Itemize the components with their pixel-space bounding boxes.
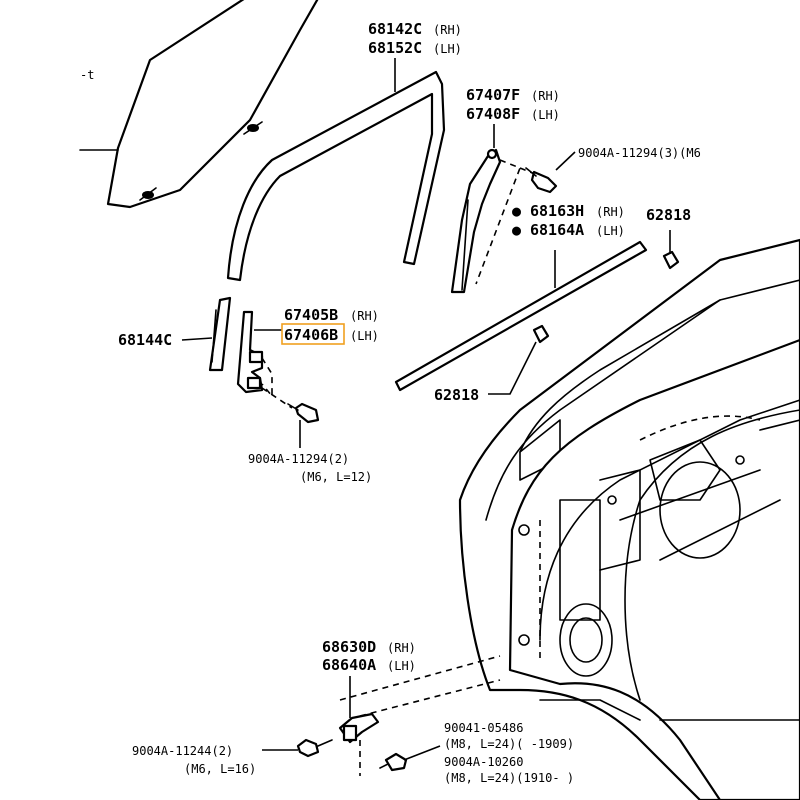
rear-sash-guide-line xyxy=(261,357,273,399)
bolt-b-spec: (M8, L=24)(1910- ) xyxy=(444,771,574,785)
hinge-guide-line-2 xyxy=(359,679,501,717)
door-panel xyxy=(458,238,800,800)
weatherstrip-rh-bullet: ● xyxy=(512,202,521,220)
bolt-right-icon xyxy=(379,752,408,772)
clip-top-label: 62818 xyxy=(646,206,691,224)
bolt-top-leader xyxy=(555,151,576,171)
bolt-b-label: 9004A-10260 xyxy=(444,755,523,769)
glass-run-channel xyxy=(226,70,446,282)
hinge-rh-side: (RH) xyxy=(387,641,416,655)
guide-piece-leader xyxy=(181,337,213,341)
weatherstrip-rh-side: (RH) xyxy=(596,205,625,219)
bolt-bottom-icon xyxy=(296,738,333,758)
bolt-right-leader xyxy=(403,745,441,761)
run-channel-lh-side: (LH) xyxy=(433,42,462,56)
bolt-bottom-spec: (M6, L=16) xyxy=(184,762,256,776)
clip-mid-label: 62818 xyxy=(434,386,479,404)
bolt-mid-icon xyxy=(287,402,320,424)
sash-front-rh-side: (RH) xyxy=(531,89,560,103)
guide-piece xyxy=(208,296,232,372)
sash-rear-lh-side: (LH) xyxy=(350,329,379,343)
weatherstrip-lh-side: (LH) xyxy=(596,224,625,238)
weatherstrip-rh-label: 68163H xyxy=(530,202,584,220)
clip-mid-icon xyxy=(532,324,550,344)
run-channel-lh-label: 68152C xyxy=(368,39,422,57)
weatherstrip-lh-bullet: ● xyxy=(512,221,521,239)
hinge-guide-line-1 xyxy=(339,655,501,701)
door-glass xyxy=(79,0,319,209)
bolt-mid-spec: (M6, L=12) xyxy=(300,470,372,484)
sash-rear-rh-side: (RH) xyxy=(350,309,379,323)
hinge-lh-label: 68640A xyxy=(322,656,376,674)
bolt-mid-guide-line xyxy=(261,387,293,409)
bolt-top-label: 9004A-11294(3)(M6 xyxy=(578,146,701,160)
sash-front-rh-label: 67407F xyxy=(466,86,520,104)
weatherstrip-lh-label: 68164A xyxy=(530,221,584,239)
rear-sash xyxy=(236,310,264,394)
clip-top-icon xyxy=(662,250,680,270)
sash-front-lh-label: 67408F xyxy=(466,105,520,123)
sash-rear-rh-label: 67405B xyxy=(284,306,338,324)
front-sash xyxy=(450,148,502,294)
bolt-a-spec: (M8, L=24)( -1909) xyxy=(444,737,574,751)
sash-rear-lh-highlight xyxy=(281,323,345,345)
outer-weatherstrip xyxy=(394,240,648,392)
front-sash-guide-line xyxy=(475,159,522,285)
glass-corner-label: -t xyxy=(80,68,94,82)
bolt-mid-label: 9004A-11294(2) xyxy=(248,452,349,466)
door-hinge xyxy=(338,712,380,744)
bolt-top-guide-line xyxy=(519,167,541,177)
bolt-top-icon xyxy=(525,167,558,194)
sash-rear-lh-label: 67406B xyxy=(284,326,338,344)
guide-piece-label: 68144C xyxy=(118,331,172,349)
run-channel-rh-side: (RH) xyxy=(433,23,462,37)
bolt-bottom-label: 9004A-11244(2) xyxy=(132,744,233,758)
sash-front-lh-side: (LH) xyxy=(531,108,560,122)
hinge-rh-label: 68630D xyxy=(322,638,376,656)
run-channel-rh-label: 68142C xyxy=(368,20,422,38)
clip-mid-leader xyxy=(488,341,537,395)
hinge-lh-side: (LH) xyxy=(387,659,416,673)
bolt-a-label: 90041-05486 xyxy=(444,721,523,735)
